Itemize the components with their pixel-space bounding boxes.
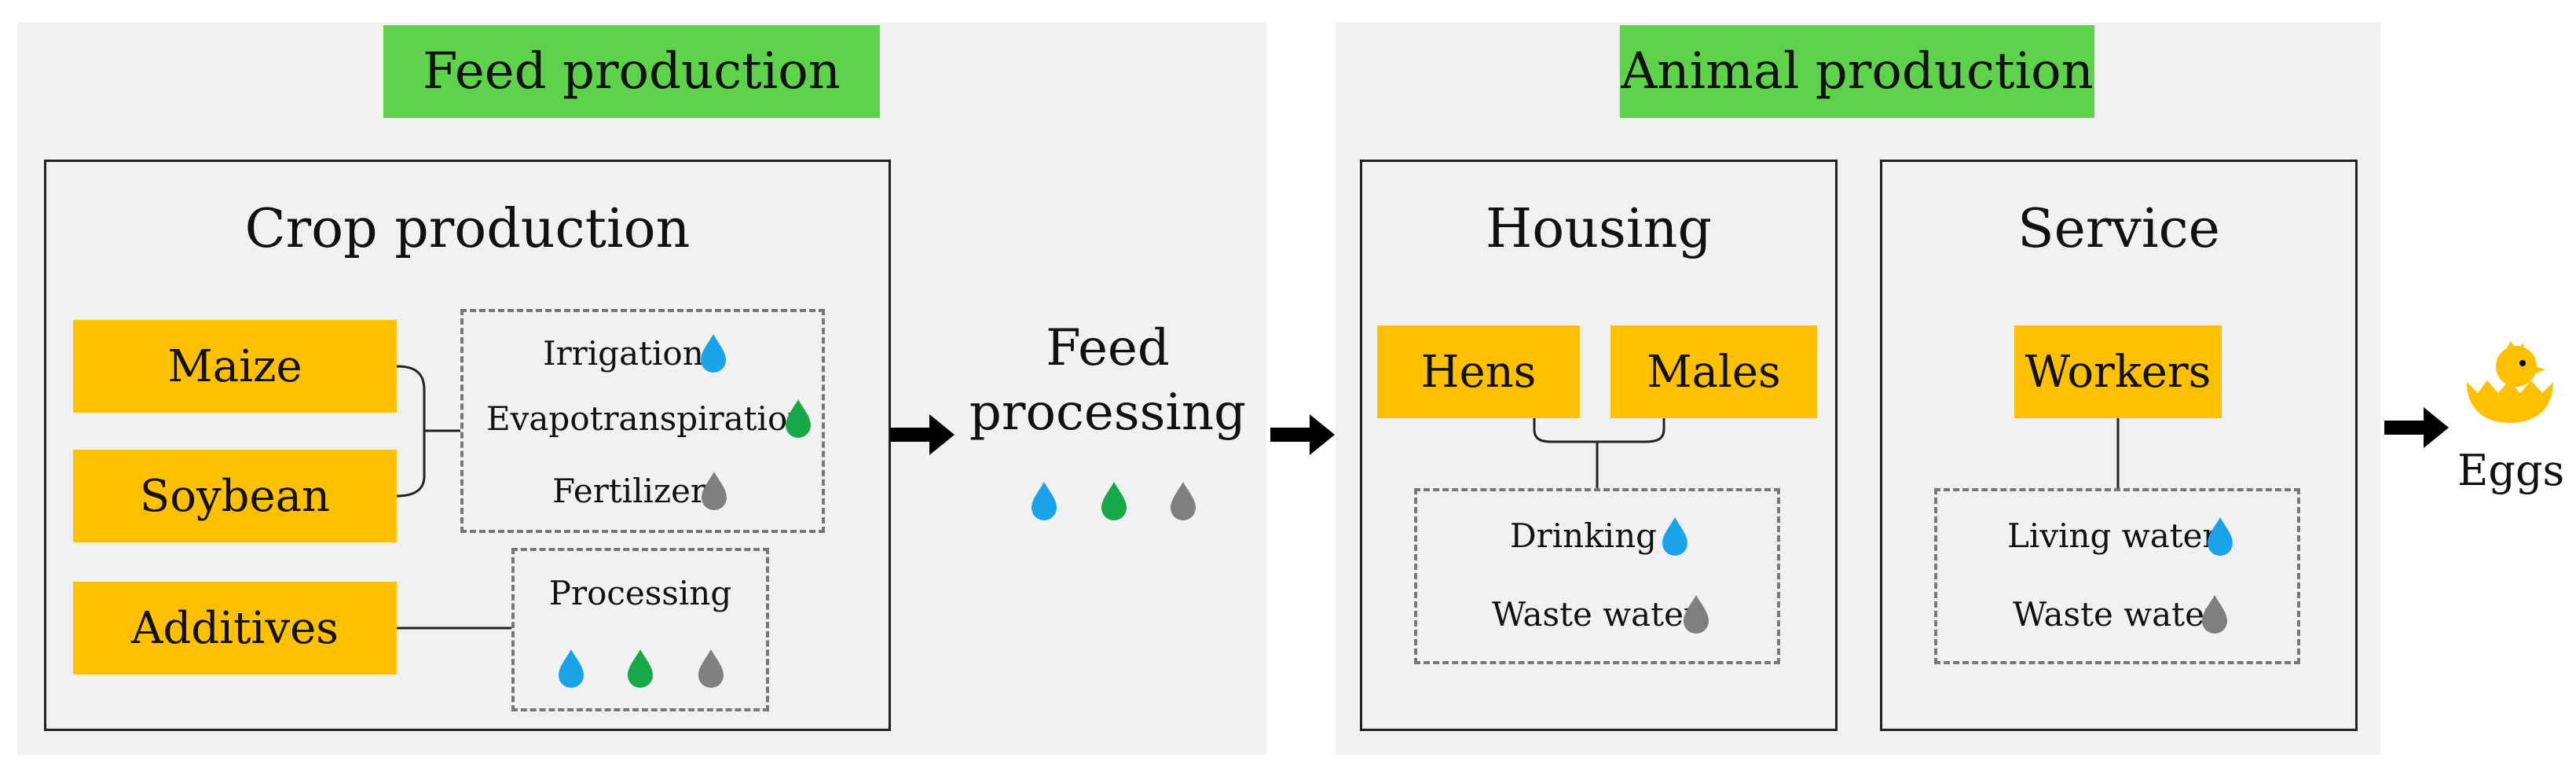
crop-soybean: Soybean — [73, 450, 397, 542]
housing-bracket-connector — [1533, 418, 1665, 488]
blue-water-drop-icon — [1031, 482, 1057, 520]
crop-maize: Maize — [73, 320, 397, 413]
service-workers: Workers — [2014, 325, 2222, 418]
feed-processing-line1: Feed — [1046, 319, 1170, 377]
housing-box — [1360, 160, 1838, 731]
arrow-icon — [890, 414, 955, 455]
crop-production-title: Crop production — [244, 198, 691, 260]
eggs-label: Eggs — [2457, 446, 2565, 495]
fertilizer-label: Fertilizer — [552, 472, 707, 510]
crop-bracket-connector — [396, 365, 460, 498]
chick-egg-icon — [2467, 341, 2553, 423]
arrow-icon — [2384, 407, 2449, 448]
green-water-drop-icon — [628, 649, 653, 688]
grey-water-drop-icon — [698, 649, 724, 688]
blue-water-drop-icon — [701, 334, 726, 373]
processing-box — [511, 548, 769, 711]
housing-hens: Hens — [1377, 325, 1580, 418]
blue-water-drop-icon — [2208, 517, 2233, 556]
blue-water-drop-icon — [1662, 517, 1687, 556]
grey-water-drop-icon — [702, 472, 727, 510]
feed-production-header: Feed production — [383, 25, 880, 118]
grey-water-drop-icon — [1171, 482, 1196, 520]
feed-processing-title: Feed processing — [966, 316, 1249, 445]
grey-water-drop-icon — [1684, 595, 1709, 634]
arrow-icon — [1270, 414, 1335, 455]
service-title: Service — [2017, 198, 2220, 260]
housing-males: Males — [1610, 325, 1817, 418]
crop-inputs-box — [460, 309, 825, 533]
drinking-label: Drinking — [1510, 516, 1658, 555]
housing-waste-water-label: Waste water — [1492, 595, 1699, 634]
living-water-label: Living water — [2007, 516, 2219, 555]
crop-additives: Additives — [73, 582, 397, 674]
crop-production-box — [44, 160, 891, 731]
service-box — [1880, 160, 2358, 731]
irrigation-label: Irrigation — [543, 334, 704, 373]
green-water-drop-icon — [1101, 482, 1127, 520]
processing-label: Processing — [548, 574, 732, 612]
housing-water-box — [1414, 488, 1780, 664]
service-waste-water-label: Waste water — [2013, 595, 2220, 634]
housing-title: Housing — [1485, 198, 1712, 260]
green-water-drop-icon — [786, 399, 811, 438]
evapotranspiration-label: Evapotranspiration — [486, 399, 809, 438]
grey-water-drop-icon — [2202, 595, 2227, 634]
service-water-box — [1934, 488, 2300, 664]
feed-processing-line2: processing — [969, 384, 1247, 442]
blue-water-drop-icon — [559, 649, 584, 688]
animal-production-header: Animal production — [1620, 25, 2094, 118]
